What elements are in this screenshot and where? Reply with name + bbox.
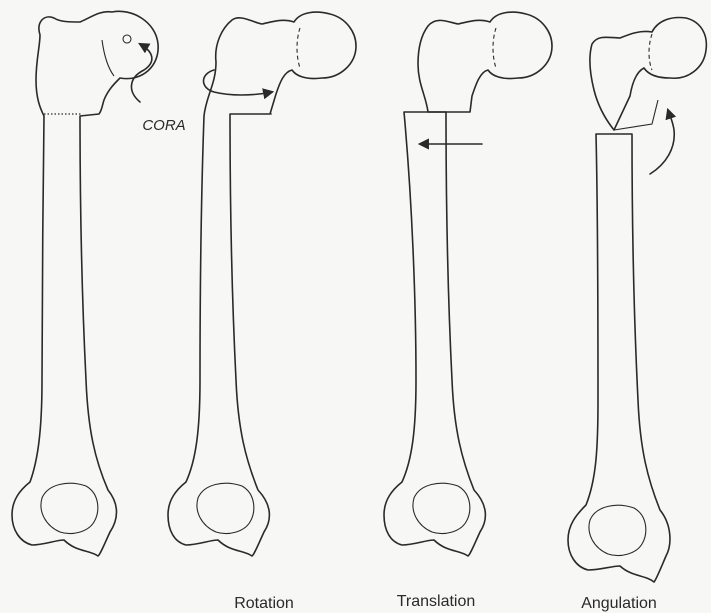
femur-rotation-condyle xyxy=(197,483,254,533)
femur-translation-condyle xyxy=(413,483,470,533)
femur-angulation-head-dash xyxy=(649,34,652,70)
femur-original-neck-line xyxy=(102,40,114,76)
rotation-arrow-icon xyxy=(204,70,273,95)
femur-original-condyle xyxy=(41,483,98,533)
femur-translation xyxy=(384,12,552,556)
cora-point-icon xyxy=(123,35,131,43)
femur-angulation-upper xyxy=(590,18,707,130)
femur-original xyxy=(12,11,158,556)
femur-rotation-head-dash xyxy=(297,28,300,68)
femur-angulation xyxy=(568,18,706,582)
translation-caption: Translation xyxy=(397,593,476,611)
rotation-caption: Rotation xyxy=(234,595,294,613)
cora-label: CORA xyxy=(142,117,185,134)
femur-angulation-condyle xyxy=(589,505,646,555)
femur-translation-shaft xyxy=(384,112,485,556)
femur-rotation xyxy=(168,12,356,556)
angulation-caption: Angulation xyxy=(581,595,657,613)
femur-angulation-shaft xyxy=(568,134,670,582)
femur-translation-head-dash xyxy=(493,28,496,68)
femur-original-outline xyxy=(12,11,158,556)
femur-translation-upper xyxy=(418,12,552,112)
cora-arrow-icon xyxy=(131,44,151,102)
